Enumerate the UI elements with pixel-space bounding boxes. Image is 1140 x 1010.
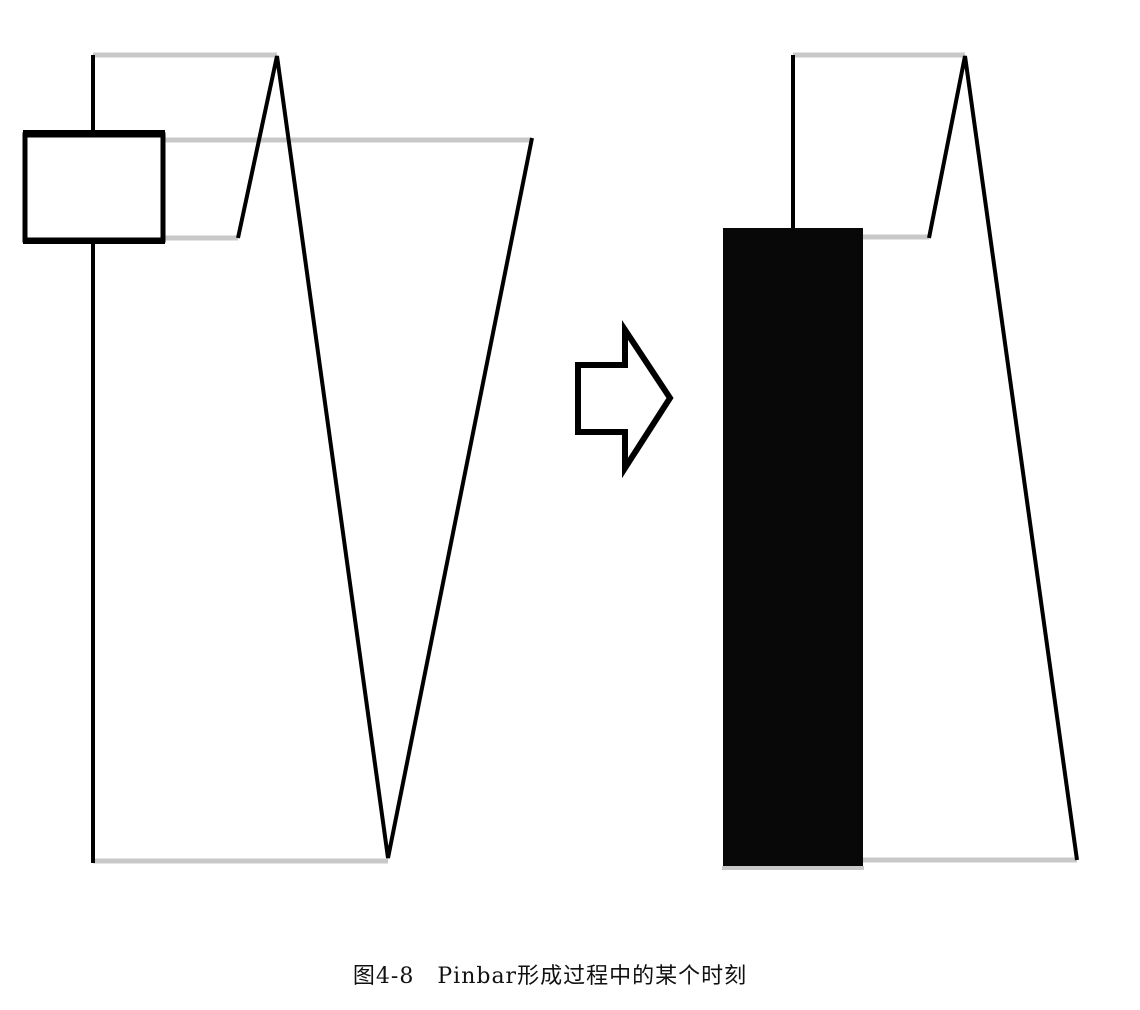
left-price-path: [236, 55, 534, 859]
right-price-path: [927, 55, 1079, 861]
left-panel: [22, 52, 534, 864]
hollow-right-arrow-icon: [575, 320, 674, 479]
right-candle-body: [723, 228, 863, 866]
left-candle-body: [22, 132, 166, 243]
figure-caption: 图4-8 Pinbar形成过程中的某个时刻: [352, 964, 748, 989]
right-panel: [722, 52, 1079, 870]
